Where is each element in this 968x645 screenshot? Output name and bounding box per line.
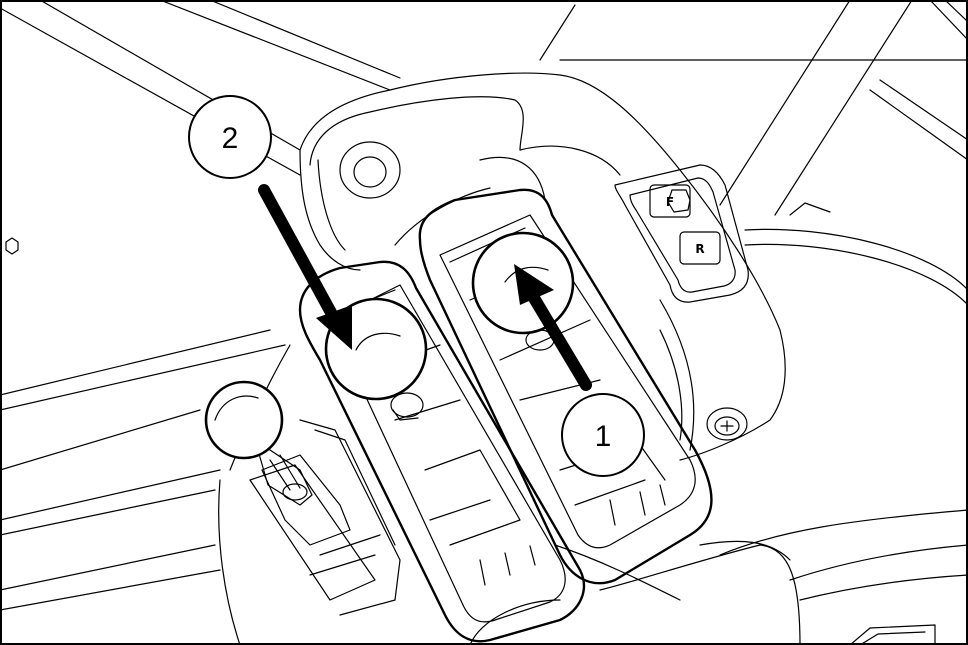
callout-2-label: 2 <box>222 122 239 155</box>
joystick-knob[interactable] <box>204 380 284 460</box>
joystick <box>204 380 401 616</box>
reverse-switch-label: R <box>695 242 704 256</box>
arrow-2 <box>258 184 352 350</box>
callout-1: 1 <box>561 393 645 477</box>
callout-2: 2 <box>188 95 272 179</box>
arrow-1 <box>514 264 592 391</box>
reverse-switch[interactable] <box>679 231 721 265</box>
forward-switch[interactable] <box>649 184 691 218</box>
callout-1-label: 1 <box>595 420 612 453</box>
console-housing <box>218 72 801 645</box>
switch-panel: F R <box>614 164 749 303</box>
key-switch <box>706 407 748 441</box>
forward-switch-label: F <box>666 195 674 209</box>
